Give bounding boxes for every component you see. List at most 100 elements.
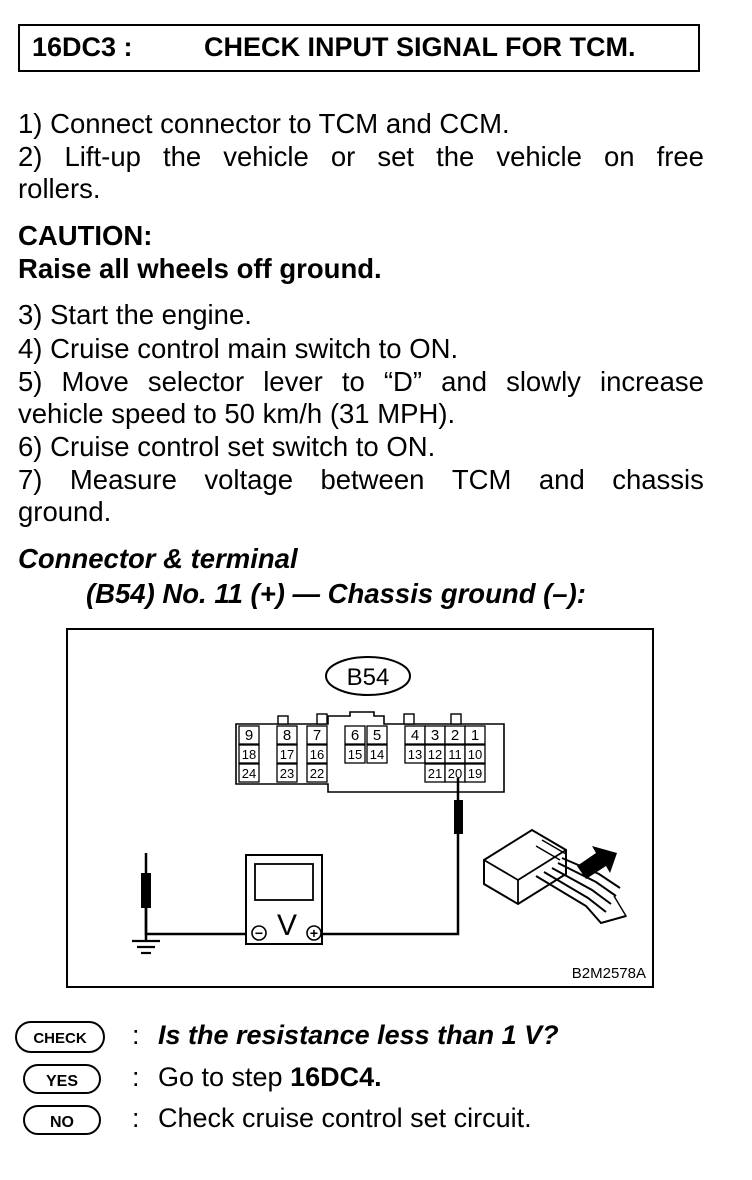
pin-cell [238, 763, 260, 783]
pin-number: 12 [428, 747, 442, 762]
pin-number: 5 [373, 727, 381, 744]
pin-number: 4 [411, 727, 419, 744]
no-badge: NO [23, 1105, 101, 1135]
word: voltage [204, 464, 294, 495]
pin-number: 23 [280, 766, 294, 781]
pin-number: 21 [428, 766, 442, 781]
check-question: Is the resistance less than 1 V? [158, 1020, 559, 1050]
word: TCM [451, 464, 512, 495]
pin-number: 2 [451, 727, 459, 744]
check-colon: : [132, 1020, 140, 1050]
connector-plug-icon [483, 828, 628, 925]
word: set [377, 141, 415, 172]
word: on [603, 141, 635, 172]
pin-number: 10 [468, 747, 482, 762]
word: free [656, 141, 704, 172]
pin-number: 16 [310, 747, 324, 762]
pin-cell [238, 744, 260, 764]
pin-cell [366, 725, 388, 745]
caution-text: Raise all wheels off ground. [18, 253, 382, 284]
pin-cell [344, 725, 366, 745]
pin-number: 8 [283, 727, 291, 744]
pin-number: 6 [351, 727, 359, 744]
connector-spec: (B54) No. 11 (+) — Chassis ground (–): [86, 578, 586, 609]
word: “D” [383, 366, 423, 397]
pin-number: 19 [468, 766, 482, 781]
pin-cell [276, 763, 298, 783]
meter-symbol: V [277, 909, 297, 942]
svg-text:CHECK: CHECK [33, 1030, 87, 1047]
word: Measure [69, 464, 177, 495]
pin-number: 11 [448, 747, 462, 762]
plus-terminal: + [310, 925, 318, 941]
pin-cell [464, 725, 486, 745]
pin-cell [238, 725, 260, 745]
pin-cell [276, 725, 298, 745]
pin-cell [464, 763, 486, 783]
svg-text:YES: YES [46, 1073, 78, 1090]
word: slowly [506, 366, 581, 397]
pin-number: 15 [348, 747, 362, 762]
pin-number: 22 [310, 766, 324, 781]
step-3: 3) Start the engine. [18, 299, 252, 330]
step-4: 4) Cruise control main switch to ON. [18, 333, 459, 364]
word: increase [600, 366, 704, 397]
pin-number: 18 [242, 747, 256, 762]
word: 2) [18, 141, 43, 172]
pin-cell [464, 744, 486, 764]
step-6: 6) Cruise control set switch to ON. [18, 431, 436, 462]
step-header-box: 16DC3 : CHECK INPUT SIGNAL FOR TCM. [18, 24, 700, 72]
word: chassis [612, 464, 704, 495]
word: selector [147, 366, 245, 397]
pin-cell [276, 744, 298, 764]
word: or [330, 141, 356, 172]
step-code: 16DC3 : [32, 32, 133, 62]
svg-text:NO: NO [50, 1114, 74, 1131]
word: Move [61, 366, 129, 397]
pin-number: 24 [242, 766, 256, 781]
pin-number: 14 [370, 747, 384, 762]
connector-label-oval [325, 656, 411, 696]
word: between [320, 464, 425, 495]
step-7-line-2: ground. [18, 496, 112, 527]
pin-number: 17 [280, 747, 294, 762]
step-1: 1) Connect connector to TCM and CCM. [18, 108, 510, 139]
pin-number: 20 [448, 766, 462, 781]
word: 7) [18, 464, 43, 495]
yes-badge: YES [23, 1064, 101, 1094]
caution-heading: CAUTION: [18, 220, 153, 251]
word: vehicle [496, 141, 582, 172]
pin-cell [306, 763, 328, 783]
word: the [436, 141, 475, 172]
pin-number: 9 [245, 727, 253, 744]
word: Lift-up [64, 141, 141, 172]
pin-cell [306, 725, 328, 745]
word: and [441, 366, 487, 397]
pin-cell [344, 744, 366, 764]
pin-number: 13 [408, 747, 422, 762]
no-text: Check cruise control set circuit. [158, 1103, 532, 1133]
word: vehicle [223, 141, 309, 172]
word: the [162, 141, 202, 172]
figure-id: B2M2578A [572, 965, 646, 982]
yes-text: Go to step 16DC4. [158, 1062, 382, 1092]
connector-heading: Connector & terminal [18, 543, 298, 574]
probe-wire [132, 778, 463, 955]
step-title: CHECK INPUT SIGNAL FOR TCM. [204, 32, 636, 62]
word: to [341, 366, 365, 397]
pin-cell [366, 744, 388, 764]
yes-colon: : [132, 1062, 140, 1092]
pin-cell [306, 744, 328, 764]
no-colon: : [132, 1103, 140, 1133]
connector-label: B54 [347, 664, 390, 691]
pin-number: 3 [431, 727, 439, 744]
word: 5) [18, 366, 43, 397]
step-5-line-2: vehicle speed to 50 km/h (31 MPH). [18, 398, 456, 429]
pin-number: 1 [471, 727, 479, 744]
minus-terminal: − [255, 925, 263, 941]
